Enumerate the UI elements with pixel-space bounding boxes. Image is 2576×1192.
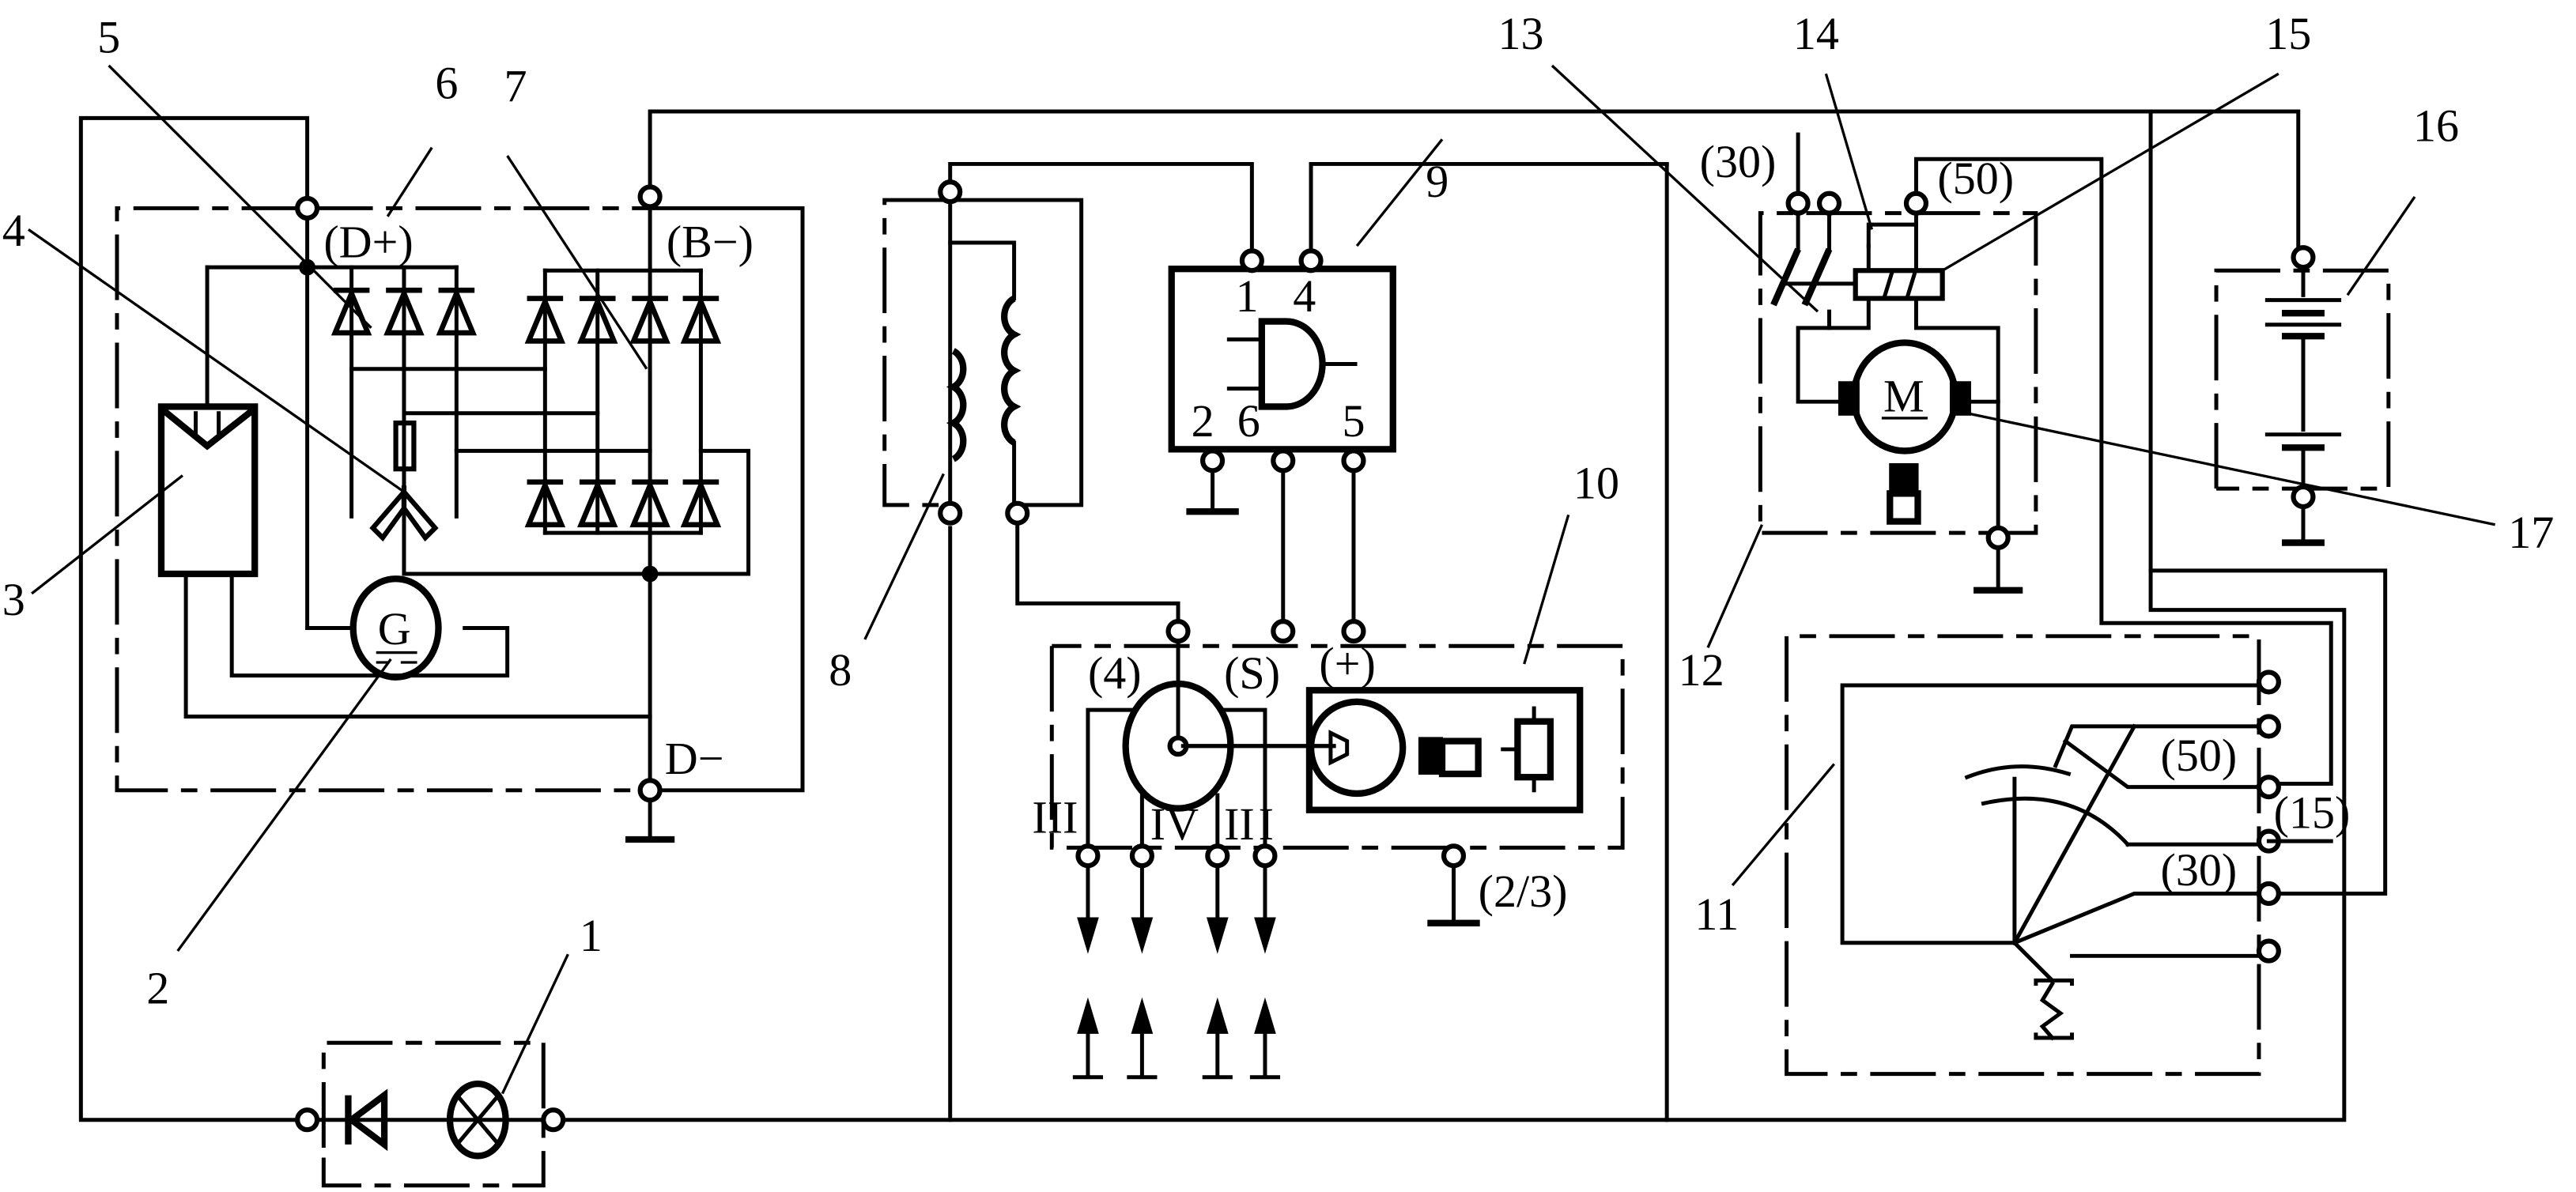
callout-13: 13 [1498,8,1544,59]
regulator-icon [157,403,652,719]
callout-3: 3 [2,574,25,625]
rectifier-bridge [349,268,751,576]
exciter-diodes [330,265,478,576]
label-dist-s: (S) [1224,647,1280,699]
terminal-dist-plus[interactable] [1341,619,1366,644]
callout-5: 5 [97,11,120,62]
terminal-coil-15[interactable] [1005,500,1030,526]
terminal-coil-1[interactable] [938,500,963,526]
alternator-assembly: G (D+) (B−) D− [115,184,805,843]
terminal-switch-2[interactable] [2256,714,2281,739]
callout-15: 15 [2265,8,2311,59]
and-gate-icon [1226,318,1358,410]
terminal-battery-negative[interactable] [2291,484,2316,510]
callout-1: 1 [580,910,602,961]
generator-icon: G [305,575,442,681]
callout-6: 6 [435,57,458,108]
label-dist-4: (4) [1088,647,1142,699]
terminal-starter-50[interactable] [1903,190,1929,216]
label-cyl-iii: III [1032,792,1078,843]
label-cyl-ii: II [1224,798,1255,850]
label-starter-50: (50) [1937,153,2014,204]
label-dminus: D− [665,733,724,784]
terminal-dist-4[interactable] [1165,619,1191,644]
callout-14: 14 [1793,8,1839,59]
label-dist-plus: (+) [1319,638,1375,689]
junction-dot [299,258,315,276]
stator-winding [369,421,439,542]
charge-indicator [295,1040,566,1188]
terminal-cyl-iii[interactable] [1075,843,1101,869]
coil-icon [882,179,1084,526]
terminal-pin-1[interactable] [1239,248,1264,273]
label-cyl-i: I [1259,798,1274,850]
callout-2: 2 [146,962,169,1013]
lamp-icon [446,1080,509,1160]
label-switch-15: (15) [2274,787,2351,839]
pin-5-label: 5 [1342,395,1365,447]
label-cyl-iv: IV [1150,798,1199,850]
terminal-pin-6[interactable] [1271,448,1296,473]
label-bminus: (B−) [667,217,754,268]
terminal-cyl-iv[interactable] [1129,843,1154,869]
distributor-icon: (4) (S) (+) III IV II I [1032,619,1625,1080]
label-switch-30: (30) [2161,844,2238,896]
terminal-pin-5[interactable] [1341,448,1366,473]
pin-4-label: 4 [1293,270,1316,322]
label-starter-30: (30) [1700,136,1777,187]
terminal-dminus[interactable] [637,778,663,803]
terminal-cyl-i[interactable] [1252,843,1278,869]
battery-icon [2214,245,2391,546]
terminal-switch-1[interactable] [2256,670,2281,695]
spark-outputs [1072,843,1281,1080]
solenoid-icon [1785,211,2000,540]
motor-label: M [1883,371,1924,422]
callout-17: 17 [2508,507,2554,558]
terminal-starter-ground[interactable] [1985,525,2011,550]
label-dist-ground: (2/3) [1479,866,1568,917]
terminal-lamp-left[interactable] [295,1107,320,1133]
callout-leaders [28,64,2496,1095]
callout-8: 8 [829,644,852,696]
terminal-bminus[interactable] [637,184,663,209]
terminal-dplus[interactable] [295,195,320,221]
terminal-starter-30a[interactable] [1785,190,1811,216]
motor-icon: M [1838,339,1971,455]
pin-1-label: 1 [1236,270,1259,322]
starter-assembly: (30) (50) M [1700,132,2038,594]
callout-4: 4 [2,205,25,256]
terminal-battery-positive[interactable] [2291,245,2316,270]
switch-icon: (50) (15) (30) [1785,634,2351,1077]
pin-6-label: 6 [1237,395,1260,447]
main-wiring [78,109,2388,1122]
diode-icon [345,1088,388,1152]
terminal-cyl-ii[interactable] [1205,843,1230,869]
label-switch-50: (50) [2161,730,2238,781]
callout-9: 9 [1426,156,1449,207]
callout-16: 16 [2413,100,2459,151]
terminal-coil-top[interactable] [938,179,963,205]
callout-11: 11 [1694,888,1739,940]
terminal-switch-30[interactable] [2256,881,2281,907]
terminal-dist-s[interactable] [1271,619,1296,644]
callout-7: 7 [504,61,527,112]
terminal-pin-2[interactable] [1200,448,1226,473]
terminal-dist-ground[interactable] [1441,843,1467,869]
control-module: 1 4 2 6 5 [1168,248,1396,515]
terminal-starter-30b[interactable] [1816,190,1842,216]
callout-12: 12 [1679,644,1724,696]
callout-numbers: 1 2 3 4 5 6 7 8 9 10 11 12 13 14 15 16 1… [2,8,2555,1013]
terminal-switch-6[interactable] [2256,938,2281,964]
terminal-lamp-right[interactable] [541,1107,566,1133]
terminal-pin-4[interactable] [1298,248,1324,273]
label-dplus: (D+) [323,217,413,268]
pin-2-label: 2 [1192,395,1214,447]
generator-label: G [378,603,411,654]
callout-10: 10 [1573,458,1619,509]
